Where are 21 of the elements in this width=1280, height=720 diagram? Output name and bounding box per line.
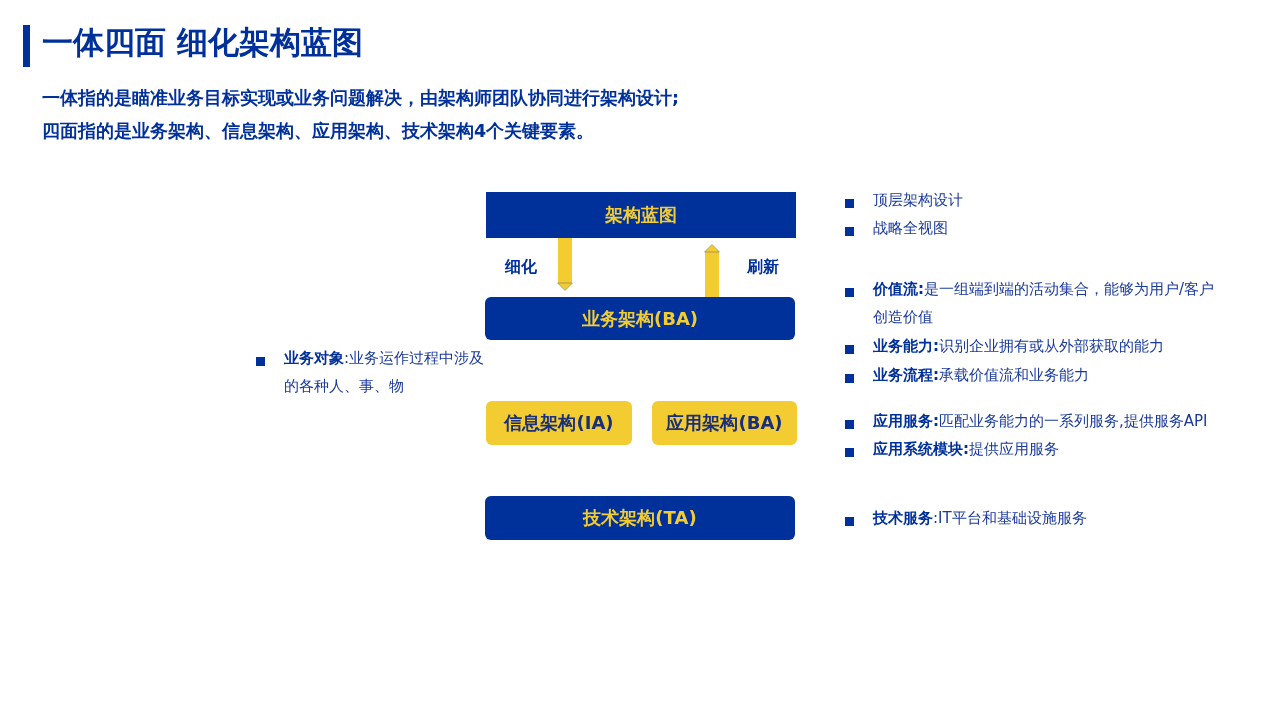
subtitle-line: 一体指的是瞄准业务目标实现或业务问题解决，由架构师团队协同进行架构设计; [42, 87, 679, 110]
edge-label: 细化 [503, 256, 539, 278]
architecture-box: 信息架构(IA) [486, 401, 632, 445]
block-arrow [704, 244, 720, 297]
architecture-box: 技术架构(TA) [485, 496, 795, 540]
architecture-box: 应用架构(BA) [652, 401, 797, 445]
bullet-text: 顶层架构设计 [873, 190, 963, 211]
bullet-text: 业务流程:承载价值流和业务能力 [873, 365, 1089, 386]
bullet-text: 业务对象:业务运作过程中涉及的各种人、事、物 [284, 348, 486, 397]
edge-label: 刷新 [745, 256, 781, 278]
bullet-text: 应用系统模块:提供应用服务 [873, 439, 1059, 460]
bullet-text: 技术服务:IT平台和基础设施服务 [873, 508, 1087, 529]
bullet-text: 应用服务:匹配业务能力的一系列服务,提供服务API [873, 411, 1208, 432]
architecture-box: 业务架构(BA) [485, 297, 795, 340]
title: 一体四面 细化架构蓝图 [42, 23, 363, 62]
block-arrow [557, 238, 573, 291]
bullet-text: 战略全视图 [873, 218, 948, 239]
bullet-text: 业务能力:识别企业拥有或从外部获取的能力 [873, 336, 1164, 357]
bullet-text: 价值流:是一组端到端的活动集合，能够为用户/客户创造价值 [873, 279, 1216, 328]
subtitle-line: 四面指的是业务架构、信息架构、应用架构、技术架构4个关键要素。 [42, 120, 595, 143]
architecture-box: 架构蓝图 [486, 192, 796, 238]
